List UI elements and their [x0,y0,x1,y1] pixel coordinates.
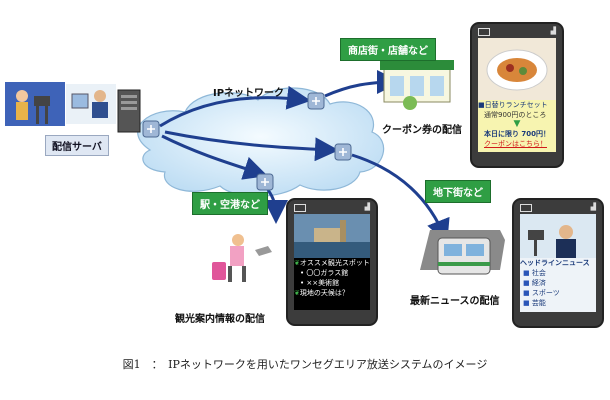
tour-line-4: ❦現地の天候は？ [294,289,349,297]
coupon-link[interactable]: クーポンはこちら！ [484,140,547,148]
bullet-icon: ■ [523,279,530,287]
coupon-line-2: 通常900円のところ [484,111,547,119]
news-item[interactable]: ■ スポーツ [523,289,560,297]
signal-icon: ▟ [364,203,370,211]
phone-tour: ▟ ❦オススメ観光スポット • 〇〇ガラス館 • ××美術館 ❦現地の天候は？ [286,198,378,326]
tag-underground: 地下街など [425,180,491,203]
news-item[interactable]: ■ 社会 [523,269,546,277]
router-icon [334,143,352,161]
leaf-icon: ❦ [294,259,300,267]
arrow-to-station [161,134,268,180]
shop-illustration [380,60,454,110]
phone-status-bar: ▟ [476,27,558,37]
phone-coupon-screen: ■日替りランチセット 通常900円のところ ▼ 本日に限り 700円！ クーポン… [478,38,556,152]
arrow-to-shops [159,85,311,128]
phone-status-bar: ▟ [292,203,372,213]
operator-illustration [66,84,116,124]
tag-shops: 商店街・店舗など [340,38,436,61]
router-icon [307,92,325,110]
phone-news: ▟ ヘッドラインニュース ■ 社会 ■ 経済 ■ スポーツ ■ 芸能 [512,198,604,328]
coupon-label: クーポン券の配信 [382,125,462,136]
signal-icon: ▟ [550,27,556,35]
server-icon [117,89,141,133]
ip-network-label: IPネットワーク [213,88,285,99]
tourist-illustration [212,234,272,282]
train-illustration [420,230,505,275]
bullet-icon: ■ [523,299,530,307]
news-item[interactable]: ■ 芸能 [523,299,546,307]
arrow-to-underground-2 [351,153,450,244]
router-icon [142,120,160,138]
bullet-icon: ■ [523,289,530,297]
bullet-icon: ■ [523,269,530,277]
signal-icon: ▟ [590,203,596,211]
arrow-down-icon: ▼ [513,119,521,129]
leaf-icon: ❦ [294,289,300,297]
tour-line-3: • ××美術館 [300,279,340,287]
phone-tour-screen: ❦オススメ観光スポット • 〇〇ガラス館 • ××美術館 ❦現地の天候は？ [294,214,370,310]
food-photo-icon [478,38,556,100]
tour-line-2: • 〇〇ガラス館 [300,269,349,277]
ip-network-cloud [137,87,385,197]
tag-station: 駅・空港など [192,192,268,215]
phone-news-screen: ヘッドラインニュース ■ 社会 ■ 経済 ■ スポーツ ■ 芸能 [520,214,596,312]
figure-caption: 図1 ： IPネットワークを用いたワンセグエリア放送システムのイメージ [122,358,488,371]
coupon-line-1: ■日替りランチセット [478,101,548,109]
phone-coupon: ▟ ■日替りランチセット 通常900円のところ ▼ 本日に限り 700円！ クー… [470,22,564,168]
newscaster-photo-icon [520,214,596,258]
router-icon [256,173,274,191]
news-headline: ヘッドラインニュース [520,259,590,267]
news-item[interactable]: ■ 経済 [523,279,546,287]
arrow-to-underground [164,130,339,162]
broadcast-studio-illustration [5,82,65,126]
news-label: 最新ニュースの配信 [410,296,500,307]
tour-line-1: ❦オススメ観光スポット [294,259,370,267]
arrow-to-station-2 [263,189,288,224]
server-label: 配信サーバ [45,135,109,156]
tourism-label: 観光案内情報の配信 [175,314,265,325]
castle-photo-icon [294,214,370,258]
phone-status-bar: ▟ [518,203,598,213]
coupon-line-3: 本日に限り 700円！ [484,130,551,138]
